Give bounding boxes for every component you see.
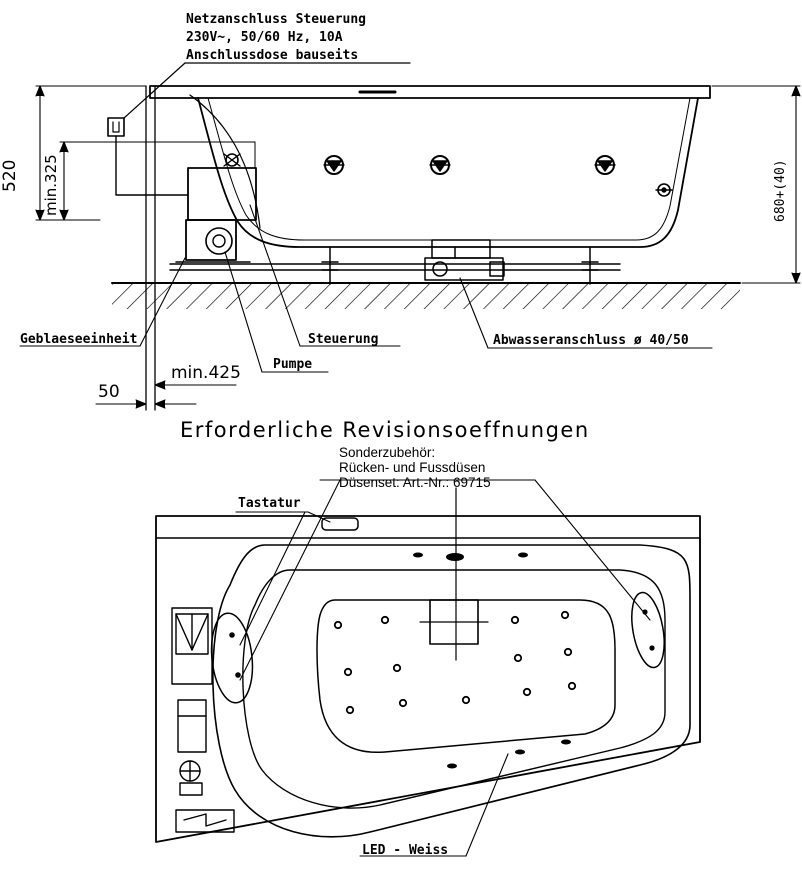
power-label-line1: Netzanschluss Steuerung <box>186 12 367 27</box>
side-elevation <box>19 62 801 411</box>
dim-label-min-425: min.425 <box>171 363 241 383</box>
dimension-bottom <box>95 380 237 409</box>
leader-lines <box>19 204 713 373</box>
rim-jets <box>413 552 571 769</box>
power-label-line3: Anschlussdose bauseits <box>186 48 359 63</box>
dimension-min-325 <box>59 141 101 221</box>
power-label-line2: 230V~, 50/60 Hz, 10A <box>186 30 343 45</box>
dim-label-min-325: min.325 <box>42 154 60 216</box>
floor-hatch <box>112 283 740 309</box>
control-unit <box>187 167 257 221</box>
plan-leader-lines <box>235 479 651 857</box>
keypad-plan <box>321 517 359 531</box>
pump-body <box>185 219 237 261</box>
basin-inner-plan <box>242 569 666 809</box>
accessory-line2: Rücken- und Fussdüsen <box>339 460 486 475</box>
rim-swing-arc <box>189 94 261 229</box>
drain-label: Abwasseranschluss ø 40/50 <box>493 333 689 348</box>
dim-label-50: 50 <box>98 382 120 402</box>
side-jet <box>594 155 616 175</box>
drain-assembly <box>424 239 505 281</box>
plan-view <box>155 479 701 857</box>
blower-nozzle <box>223 153 241 167</box>
jet-dots <box>333 610 577 715</box>
revision-title: Erforderliche Revisionsoeffnungen <box>180 418 590 442</box>
side-jet <box>429 155 451 175</box>
tub-rim <box>149 85 711 99</box>
control-label: Steuerung <box>308 332 379 347</box>
equipment-plan <box>171 607 235 833</box>
tub-shell-outer <box>197 97 699 248</box>
dim-label-520: 520 <box>0 159 20 192</box>
accessory-line1: Sonderzubehör: <box>339 445 436 460</box>
side-jet <box>323 155 345 175</box>
power-socket <box>107 117 125 137</box>
basin-outer-plan <box>212 544 691 838</box>
pump-label: Pumpe <box>273 357 313 372</box>
keypad-label: Tastatur <box>238 496 301 511</box>
dim-label-680: 680+(40) <box>773 159 788 222</box>
overflow-nozzle <box>655 183 673 197</box>
dimension-680 <box>711 85 801 284</box>
tub-feet <box>169 246 621 285</box>
tub-shell-inner <box>207 97 691 241</box>
accessory-line3: Düsenset: Art.-Nr.: 69715 <box>339 475 491 490</box>
led-label: LED - Weiss <box>362 843 449 858</box>
lying-area-plan <box>316 599 616 754</box>
blower-label: Geblaeseeinheit <box>20 332 138 347</box>
power-cable <box>115 135 189 196</box>
pump-motor <box>205 227 233 255</box>
dimension-520 <box>35 85 147 221</box>
revision-opening-right <box>631 591 665 669</box>
